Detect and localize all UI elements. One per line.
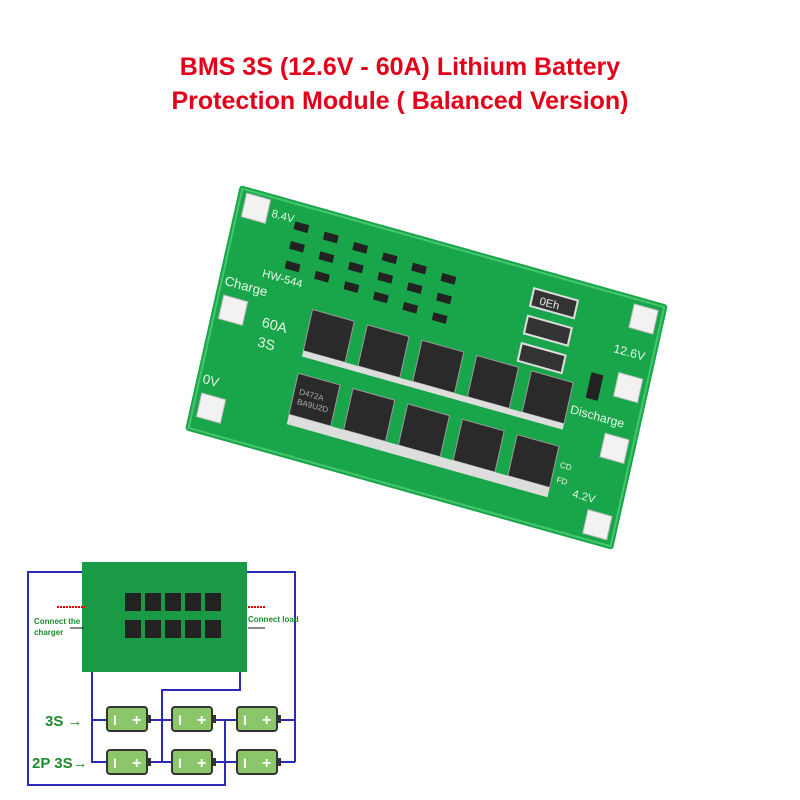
battery-minus: I — [178, 712, 182, 728]
label-0v: 0V — [201, 371, 220, 390]
diagram-board — [82, 562, 247, 672]
product-title: BMS 3S (12.6V - 60A) Lithium Battery Pro… — [0, 50, 800, 118]
battery-plus: + — [197, 755, 206, 772]
row-3s-label: 3S → — [45, 713, 83, 730]
label-60a: 60A — [260, 315, 289, 337]
battery-minus: I — [243, 712, 247, 728]
battery: I+ — [106, 749, 151, 775]
battery-minus: I — [113, 755, 117, 771]
svg-text:CD: CD — [559, 461, 573, 473]
bms-board: 0Eh D472A BA9U2D 8.4V HW-544 Charge 0V 3… — [185, 185, 668, 550]
battery-minus: I — [243, 755, 247, 771]
row-2p3s-label: 2P 3S→ — [32, 755, 88, 772]
battery: I+ — [236, 749, 281, 775]
svg-text:FD: FD — [556, 475, 569, 487]
battery-plus: + — [262, 712, 271, 729]
battery: I+ — [171, 706, 216, 732]
mosfets: D472A BA9U2D — [286, 308, 574, 498]
wiring-diagram: Connect the charger Connect load 3S → 2P… — [27, 562, 299, 786]
battery-plus: + — [132, 755, 141, 772]
battery-plus: + — [132, 712, 141, 729]
battery-plus: + — [262, 755, 271, 772]
shunt-resistors — [516, 287, 580, 375]
battery-plus: + — [197, 712, 206, 729]
battery: I+ — [106, 706, 151, 732]
title-line-1: BMS 3S (12.6V - 60A) Lithium Battery — [179, 53, 621, 81]
label-3s: 3S — [256, 334, 276, 354]
connect-charger-label: Connect the — [34, 617, 81, 626]
battery: I+ — [236, 706, 281, 732]
battery-minus: I — [178, 755, 182, 771]
connect-load-label: Connect load — [248, 615, 299, 624]
battery: I+ — [171, 749, 216, 775]
solder-pads — [195, 192, 659, 541]
svg-text:charger: charger — [34, 628, 63, 637]
wires — [27, 571, 296, 786]
title-line-2: Protection Module ( Balanced Version) — [171, 87, 629, 115]
batteries: I+I+I+I+I+I+ — [106, 706, 281, 775]
resistor-marking: 0Eh — [538, 296, 560, 313]
battery-minus: I — [113, 712, 117, 728]
